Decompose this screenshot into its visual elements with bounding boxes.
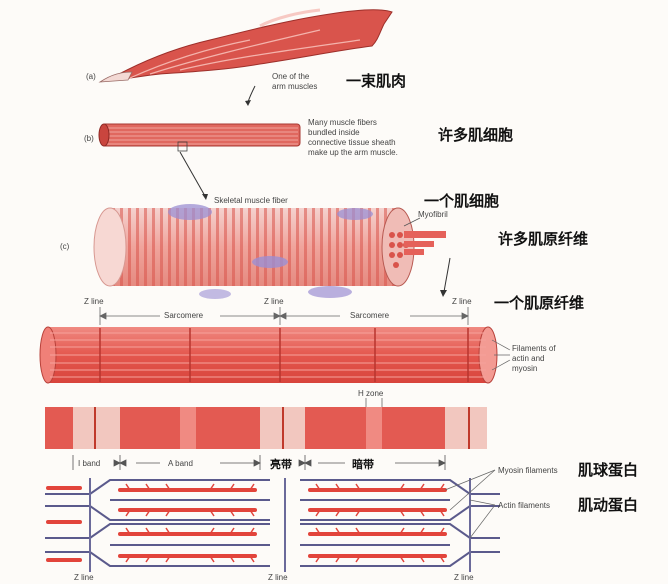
panel-a-letter: (a) bbox=[86, 72, 96, 82]
panel-b-letter: (b) bbox=[84, 134, 94, 144]
arm-muscle-illustration bbox=[100, 10, 392, 106]
panel-b-cn-label: 许多肌细胞 bbox=[438, 124, 513, 145]
skeletal-fiber-cn-label: 一个肌细胞 bbox=[424, 190, 499, 211]
h-zone-label: H zone bbox=[358, 389, 383, 399]
skeletal-fiber-title: Skeletal muscle fiber bbox=[214, 196, 288, 206]
panel-a-cn-label: 一束肌肉 bbox=[346, 70, 406, 91]
band-dimension-lines bbox=[73, 455, 445, 470]
filaments-label-line-1: Filaments of bbox=[512, 344, 556, 354]
myosin-cn-label: 肌球蛋白 bbox=[578, 459, 638, 480]
actin-filaments-label: Actin filaments bbox=[498, 501, 550, 511]
dark-band-cn-label: 暗带 bbox=[352, 456, 374, 472]
sarcomere-dimension-lines bbox=[100, 307, 468, 325]
myosin-filaments-label: Myosin filaments bbox=[498, 466, 558, 476]
filament-arrangement bbox=[45, 470, 500, 572]
filaments-label-line-3: myosin bbox=[512, 364, 537, 374]
muscle-fiber-bundle bbox=[99, 124, 300, 200]
myofibril-single-cn-label: 一个肌原纤维 bbox=[494, 292, 584, 313]
sarcomere-label-1: Sarcomere bbox=[164, 311, 203, 321]
actin-cn-label: 肌动蛋白 bbox=[578, 494, 638, 515]
panel-a-caption-line-1: One of the bbox=[272, 72, 309, 82]
skeletal-fiber-cylinder bbox=[94, 204, 450, 299]
panel-a-caption-line-2: arm muscles bbox=[272, 82, 317, 92]
band-pattern-strip bbox=[45, 398, 487, 449]
filaments-label-line-2: actin and bbox=[512, 354, 544, 364]
panel-c-letter: (c) bbox=[60, 242, 69, 252]
light-band-cn-label: 亮带 bbox=[270, 456, 292, 472]
panel-b-caption-line-3: connective tissue sheath bbox=[308, 138, 396, 148]
myofibril-label: Myofibril bbox=[418, 210, 448, 220]
a-band-label: A band bbox=[168, 459, 193, 469]
z-line-label-1: Z line bbox=[84, 297, 104, 307]
panel-b-caption-line-4: make up the arm muscle. bbox=[308, 148, 398, 158]
z-line-bottom-1: Z line bbox=[74, 573, 94, 583]
myofibril-cylinder bbox=[40, 327, 510, 383]
z-line-label-2: Z line bbox=[264, 297, 284, 307]
z-line-bottom-3: Z line bbox=[454, 573, 474, 583]
myofibril-cn-label: 许多肌原纤维 bbox=[498, 228, 588, 249]
panel-b-caption-line-2: bundled inside bbox=[308, 128, 360, 138]
z-line-label-3: Z line bbox=[452, 297, 472, 307]
sarcomere-label-2: Sarcomere bbox=[350, 311, 389, 321]
panel-b-caption-line-1: Many muscle fibers bbox=[308, 118, 377, 128]
z-line-bottom-2: Z line bbox=[268, 573, 288, 583]
i-band-label: I band bbox=[78, 459, 100, 469]
